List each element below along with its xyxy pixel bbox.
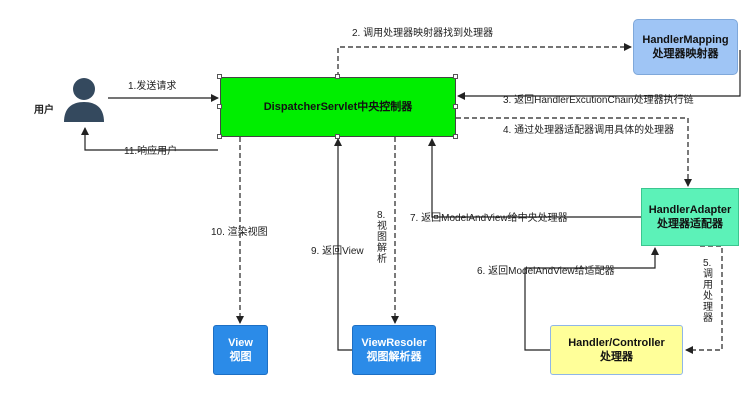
step-1-label: 1.发送请求	[128, 81, 177, 92]
step-10-label: 10. 渲染视图	[211, 227, 268, 238]
selection-handle[interactable]	[453, 104, 458, 109]
step-4-label: 4. 通过处理器适配器调用具体的处理器	[503, 125, 675, 136]
handler-adapter-line2: 处理器适配器	[657, 218, 723, 230]
view-line1: View	[228, 337, 253, 349]
dispatcher-servlet-node[interactable]: DispatcherServlet中央控制器	[220, 77, 456, 137]
selection-handle[interactable]	[217, 104, 222, 109]
handler-controller-node[interactable]: Handler/Controller 处理器	[550, 325, 683, 375]
arrow-step-3	[457, 50, 741, 100]
step-5-label: 5.调用处理器	[703, 258, 713, 324]
view-line2: 视图	[229, 351, 252, 363]
handler-mapping-line2: 处理器映射器	[652, 48, 719, 60]
arrow-step-4	[456, 117, 692, 187]
step-2-label: 2. 调用处理器映射器找到处理器	[352, 28, 494, 39]
handler-controller-line1: Handler/Controller	[568, 337, 665, 349]
selection-handle[interactable]	[453, 134, 458, 139]
view-node[interactable]: View 视图	[213, 325, 268, 375]
arrow-step-9	[334, 138, 352, 351]
handler-adapter-node[interactable]: HandlerAdapter 处理器适配器	[641, 188, 739, 246]
dispatcher-title: DispatcherServlet中央控制器	[263, 101, 413, 113]
arrow-step-2	[337, 43, 632, 77]
view-resolver-line1: ViewResoler	[361, 337, 427, 349]
step-7-label: 7. 返回ModelAndView给中央处理器	[410, 213, 568, 224]
selection-handle[interactable]	[335, 74, 340, 79]
step-8-label: 8.视图解析	[377, 210, 387, 265]
view-resolver-line2: 视图解析器	[366, 351, 422, 363]
arrow-step-7	[428, 138, 641, 218]
selection-handle[interactable]	[217, 74, 222, 79]
selection-handle[interactable]	[453, 74, 458, 79]
step-11-label: 11.响应用户	[124, 146, 178, 157]
arrow-step-5	[685, 245, 723, 354]
selection-handle[interactable]	[217, 134, 222, 139]
user-icon	[64, 78, 104, 122]
step-3-label: 3. 返回HandlerExcutionChain处理器执行链	[503, 95, 694, 106]
handler-mapping-node[interactable]: HandlerMapping 处理器映射器	[633, 19, 738, 75]
step-6-label: 6. 返回ModelAndView给适配器	[477, 266, 615, 277]
handler-controller-line2: 处理器	[600, 351, 633, 363]
step-9-label: 9. 返回View	[311, 246, 364, 257]
arrow-step-11	[81, 127, 218, 151]
user-label: 用户	[34, 105, 54, 116]
view-resolver-node[interactable]: ViewResoler 视图解析器	[352, 325, 436, 375]
arrow-step-6	[524, 247, 659, 351]
handler-mapping-line1: HandlerMapping	[642, 34, 729, 46]
selection-handle[interactable]	[335, 134, 340, 139]
handler-adapter-line1: HandlerAdapter	[648, 204, 732, 216]
